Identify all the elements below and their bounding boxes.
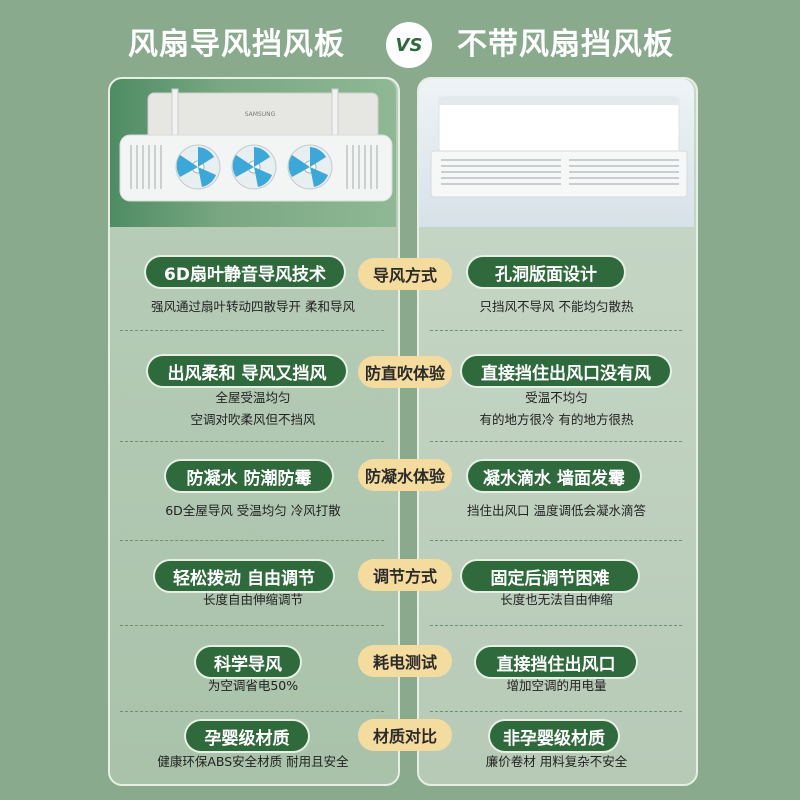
divider [120, 330, 384, 332]
right-feature-title-material: 非孕婴级材质 [490, 721, 618, 751]
fan-icon [231, 144, 277, 190]
comparison-label-anti-direct: 防直吹体验 [358, 356, 452, 388]
divider [430, 625, 682, 627]
divider [120, 441, 384, 443]
comparison-label-material: 材质对比 [358, 719, 452, 751]
divider [430, 711, 682, 713]
left-product-title: 风扇导风挡风板 [128, 27, 345, 62]
right-desc-anti-direct-1: 受温不均匀 [525, 390, 588, 405]
right-feature-title-power: 直接挡住出风口 [476, 647, 636, 677]
vs-badge: VS [386, 22, 432, 68]
left-feature-title-condensation: 防凝水 防潮防霉 [166, 461, 332, 491]
right-desc-power: 增加空调的用电量 [506, 678, 607, 693]
left-desc-adjust: 长度自由伸缩调节 [202, 592, 303, 607]
right-desc-airflow: 只挡风不导风 不能均匀散热 [479, 299, 634, 314]
divider [120, 540, 384, 542]
right-desc-anti-direct-2: 有的地方很冷 有的地方很热 [479, 412, 634, 427]
right-desc-adjust: 长度也无法自由伸缩 [500, 592, 613, 607]
comparison-label-condensation: 防凝水体验 [358, 459, 452, 491]
plain-deflector-product-image [419, 79, 694, 227]
right-feature-title-airflow: 孔洞版面设计 [468, 257, 624, 287]
fan-deflector-illustration: SAMSUNG [119, 88, 393, 202]
left-desc-condensation: 6D全屋导风 受温均匀 冷风打散 [165, 503, 341, 518]
divider [430, 540, 682, 542]
comparison-label-airflow: 导风方式 [358, 258, 452, 290]
divider [430, 441, 682, 443]
divider [430, 330, 682, 332]
ac-brand-logo: SAMSUNG [245, 111, 276, 118]
left-feature-title-adjust: 轻松拨动 自由调节 [155, 561, 333, 591]
comparison-label-power: 耗电测试 [358, 645, 452, 677]
right-feature-title-adjust: 固定后调节困难 [462, 561, 638, 591]
plain-deflector-illustration [430, 96, 688, 198]
left-feature-title-material: 孕婴级材质 [186, 721, 308, 751]
left-feature-title-power: 科学导风 [196, 647, 300, 677]
fan-deflector-product-image: SAMSUNG [110, 79, 396, 227]
left-feature-title-anti-direct: 出风柔和 导风又挡风 [148, 356, 346, 386]
left-desc-anti-direct-2: 空调对吹柔风但不挡风 [190, 412, 316, 427]
left-desc-material: 健康环保ABS安全材质 耐用且安全 [157, 754, 349, 769]
right-product-title: 不带风扇挡风板 [457, 27, 674, 62]
left-desc-power: 为空调省电50% [207, 678, 299, 693]
right-feature-title-anti-direct: 直接挡住出风口没有风 [462, 356, 670, 386]
divider [120, 625, 384, 627]
fan-icon [175, 144, 221, 190]
right-desc-condensation: 挡住出风口 温度调低会凝水滴答 [467, 503, 646, 518]
left-desc-airflow: 强风通过扇叶转动四散导开 柔和导风 [151, 299, 355, 314]
right-desc-material: 廉价卷材 用料复杂不安全 [485, 754, 628, 769]
divider [120, 711, 384, 713]
comparison-label-adjust: 调节方式 [358, 559, 452, 591]
left-feature-title-airflow: 6D扇叶静音导风技术 [146, 257, 344, 287]
fan-icon [287, 144, 333, 190]
right-feature-title-condensation: 凝水滴水 墙面发霉 [468, 461, 640, 491]
left-desc-anti-direct-1: 全屋受温均匀 [215, 390, 291, 405]
